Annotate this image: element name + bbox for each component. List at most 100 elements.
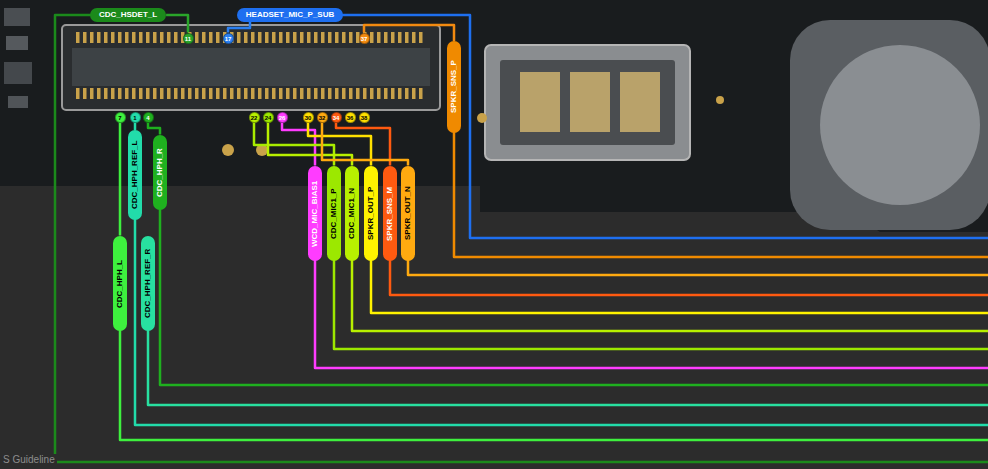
gold-pin	[202, 32, 206, 43]
pin-number: 32	[319, 115, 326, 121]
gold-pin	[125, 32, 129, 43]
signal-wire	[352, 213, 988, 331]
pin-number: 22	[251, 115, 258, 121]
pin-number: 34	[333, 115, 340, 121]
pin-marker: 17	[223, 33, 234, 44]
gold-pin	[314, 88, 318, 99]
pin-marker: 1	[130, 112, 141, 123]
watermark-note: S Guideline	[1, 454, 57, 465]
trace-connector	[322, 123, 408, 166]
gold-pin	[251, 32, 255, 43]
gold-pin	[237, 32, 241, 43]
gold-pin	[328, 88, 332, 99]
signal-name: SPKR_SNS_P	[449, 61, 458, 114]
signal-name: CDC_MIC1_P	[329, 188, 338, 239]
gold-pin	[209, 88, 213, 99]
pin-number: 4	[146, 115, 149, 121]
gold-pin	[391, 88, 395, 99]
gold-pin	[293, 88, 297, 99]
gold-pin	[216, 32, 220, 43]
smd-part	[4, 8, 30, 26]
signal-label: CDC_HPH_R	[153, 135, 167, 210]
gold-pin	[300, 32, 304, 43]
signal-name: SPKR_OUT_P	[366, 186, 375, 239]
gold-pin	[384, 88, 388, 99]
pin-marker: 22	[249, 112, 260, 123]
gold-pin	[167, 32, 171, 43]
smd-part	[8, 96, 28, 108]
gold-pin	[181, 88, 185, 99]
board-connector	[62, 25, 440, 110]
signal-label: CDC_HPH_L	[113, 236, 127, 331]
gold-pin	[104, 88, 108, 99]
gold-pin	[279, 32, 283, 43]
gold-pin	[356, 88, 360, 99]
test-pad	[477, 113, 487, 123]
trace-connector	[166, 15, 188, 33]
trace-connector	[134, 123, 137, 131]
gold-pin	[83, 88, 87, 99]
signal-wire	[454, 87, 988, 257]
gold-pin	[265, 32, 269, 43]
gold-pin	[125, 88, 129, 99]
gold-pin	[244, 88, 248, 99]
gold-pin	[370, 88, 374, 99]
trace-connector	[148, 123, 160, 135]
gold-pin	[118, 32, 122, 43]
gold-pin	[349, 32, 353, 43]
connector-contact	[520, 72, 560, 132]
trace-connector	[119, 123, 122, 236]
signal-label: SPKR_OUT_P	[364, 166, 378, 261]
gold-pin	[349, 88, 353, 99]
pin-marker: 37	[359, 33, 370, 44]
gold-pin	[139, 88, 143, 99]
signal-label: SPKR_SNS_M	[383, 166, 397, 261]
signal-wire	[148, 283, 988, 405]
gold-pin	[76, 88, 80, 99]
pin-number: 37	[361, 36, 368, 42]
signal-label: HEADSET_MIC_P_SUB	[237, 8, 343, 22]
gold-pin	[293, 32, 297, 43]
pin-number: 17	[225, 36, 232, 42]
signal-name: CDC_HPH_REF_R	[143, 248, 152, 317]
pin-marker: 11	[183, 33, 194, 44]
signal-label: SPKR_OUT_N	[401, 166, 415, 261]
gold-pin	[412, 88, 416, 99]
pin-number: 24	[265, 115, 272, 121]
gold-pin	[286, 32, 290, 43]
gold-pin	[321, 88, 325, 99]
gold-pin	[216, 88, 220, 99]
pin-number: 36	[347, 115, 354, 121]
signal-label: CDC_MIC1_P	[327, 166, 341, 261]
pin-number: 1	[133, 115, 136, 121]
gold-pin	[153, 32, 157, 43]
connector-contact	[620, 72, 660, 132]
gold-pin	[90, 32, 94, 43]
gold-pin	[412, 32, 416, 43]
gold-pin	[419, 32, 423, 43]
signal-name: HEADSET_MIC_P_SUB	[246, 10, 334, 19]
gold-pin	[377, 32, 381, 43]
signal-wire	[135, 175, 988, 425]
pin-marker: 30	[303, 112, 314, 123]
gold-pin	[272, 88, 276, 99]
gold-pin	[286, 88, 290, 99]
signal-name: CDC_HPH_R	[155, 148, 164, 197]
pin-number: 7	[118, 115, 121, 121]
test-pad	[716, 96, 724, 104]
pin-marker: 38	[359, 112, 370, 123]
signal-label: CDC_HPH_REF_R	[141, 236, 155, 331]
signal-wire	[55, 15, 988, 462]
gold-pin	[195, 88, 199, 99]
signal-wire	[334, 213, 988, 349]
gold-pin	[174, 32, 178, 43]
gold-pin	[97, 32, 101, 43]
gold-pin	[111, 88, 115, 99]
gold-pin	[104, 32, 108, 43]
signal-name: CDC_HPH_L	[115, 259, 124, 307]
gold-pin	[97, 88, 101, 99]
gold-pin	[132, 32, 136, 43]
trace-connector	[364, 25, 454, 41]
